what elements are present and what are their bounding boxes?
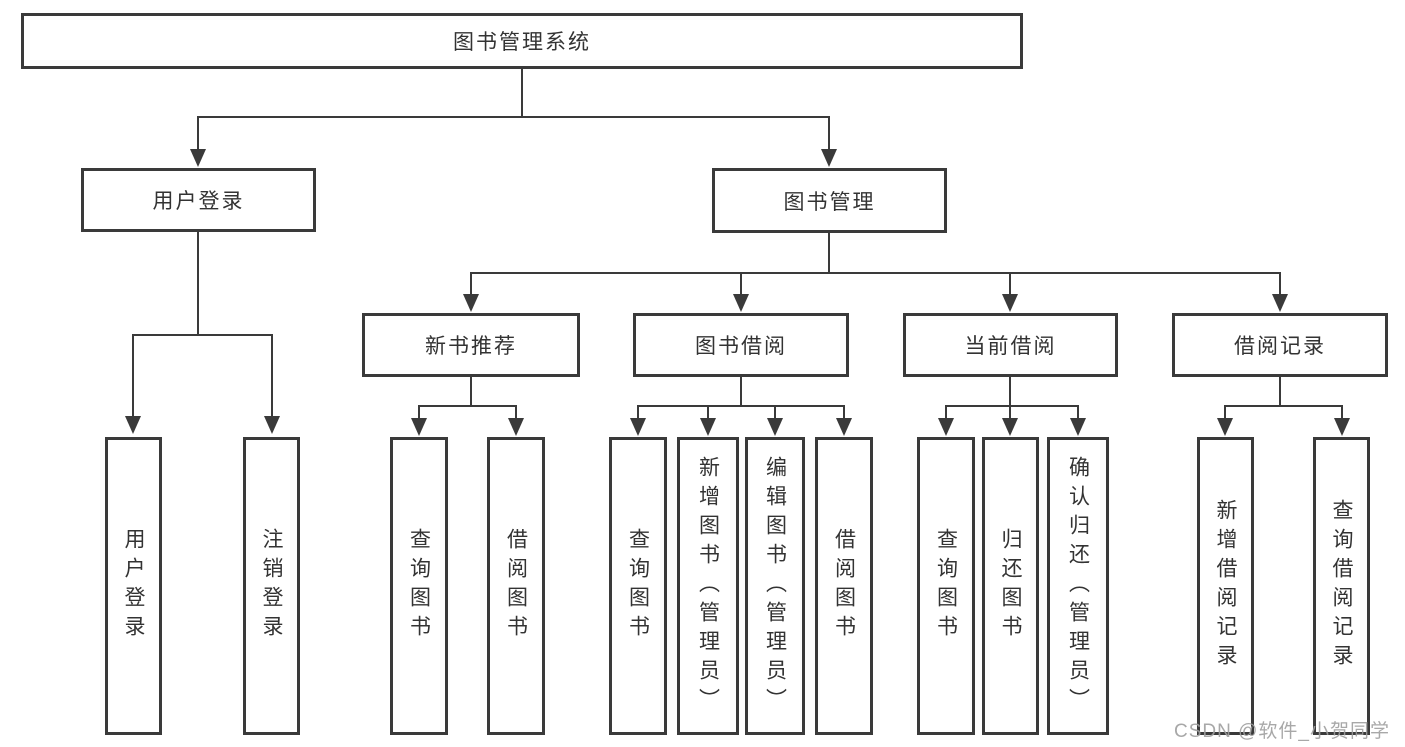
leaf-query-books-borrow: 查询图书 <box>609 437 667 735</box>
connector-line <box>1009 273 1011 295</box>
leaf-add-book-admin: 新增图书（管理员） <box>677 437 739 735</box>
connector-line <box>1224 406 1226 419</box>
arrowhead-icon <box>733 294 749 312</box>
connector-line <box>515 406 517 419</box>
leaf-query-books-recommend: 查询图书 <box>390 437 448 735</box>
connector-line <box>1009 406 1011 419</box>
connector-line <box>828 117 830 150</box>
node-library-system: 图书管理系统 <box>21 13 1023 69</box>
leaf-query-books-recommend-label: 查询图书 <box>407 528 431 644</box>
node-borrow-records: 借阅记录 <box>1172 313 1388 377</box>
watermark-text: CSDN @软件_小贺同学 <box>1174 721 1390 742</box>
connector-line <box>945 405 1079 407</box>
arrowhead-icon <box>836 418 852 436</box>
connector-line <box>1279 377 1281 407</box>
leaf-user-login-label: 用户登录 <box>122 528 145 644</box>
arrowhead-icon <box>411 418 427 436</box>
node-new-book-recommend: 新书推荐 <box>362 313 580 377</box>
leaf-logout-label: 注销登录 <box>260 528 283 644</box>
connector-line <box>197 232 199 335</box>
arrowhead-icon <box>125 416 141 434</box>
arrowhead-icon <box>1334 418 1350 436</box>
connector-line <box>418 406 420 419</box>
arrowhead-icon <box>1217 418 1233 436</box>
leaf-return-book: 归还图书 <box>982 437 1039 735</box>
node-borrow-records-label: 借阅记录 <box>1234 335 1326 358</box>
leaf-query-borrow-record-label: 查询借阅记录 <box>1330 499 1353 673</box>
connector-line <box>740 377 742 407</box>
node-book-management-label: 图书管理 <box>783 190 876 214</box>
connector-line <box>843 406 845 419</box>
leaf-borrow-books-recommend: 借阅图书 <box>487 437 545 735</box>
node-user-login: 用户登录 <box>81 168 316 232</box>
arrowhead-icon <box>1070 418 1086 436</box>
arrowhead-icon <box>821 149 837 167</box>
arrowhead-icon <box>1002 418 1018 436</box>
leaf-borrow-books-label: 借阅图书 <box>832 528 856 644</box>
leaf-add-borrow-record: 新增借阅记录 <box>1197 437 1254 735</box>
connector-line <box>470 377 472 407</box>
node-book-management: 图书管理 <box>712 168 947 233</box>
arrowhead-icon <box>463 294 479 312</box>
connector-line <box>470 273 472 295</box>
connector-line <box>132 335 134 416</box>
node-new-book-recommend-label: 新书推荐 <box>425 335 517 358</box>
leaf-borrow-books: 借阅图书 <box>815 437 873 735</box>
connector-line <box>1341 406 1343 419</box>
connector-line <box>740 273 742 295</box>
node-current-borrow-label: 当前借阅 <box>964 335 1057 358</box>
connector-line <box>1009 377 1011 407</box>
connector-line <box>197 116 830 118</box>
connector-line <box>470 272 1281 274</box>
arrowhead-icon <box>264 416 280 434</box>
connector-line <box>1077 406 1079 419</box>
connector-line <box>1279 273 1281 295</box>
arrowhead-icon <box>508 418 524 436</box>
leaf-edit-book-admin: 编辑图书（管理员） <box>745 437 805 735</box>
arrowhead-icon <box>938 418 954 436</box>
arrowhead-icon <box>767 418 783 436</box>
connector-line <box>271 335 273 416</box>
leaf-confirm-return-admin: 确认归还（管理员） <box>1047 437 1109 735</box>
arrowhead-icon <box>700 418 716 436</box>
node-book-borrow: 图书借阅 <box>633 313 849 377</box>
leaf-query-borrow-record: 查询借阅记录 <box>1313 437 1370 735</box>
arrowhead-icon <box>1002 294 1018 312</box>
leaf-query-books-current-label: 查询图书 <box>934 528 958 644</box>
connector-line <box>521 69 523 117</box>
connector-line <box>132 334 273 336</box>
connector-line <box>774 406 776 419</box>
connector-line <box>418 405 517 407</box>
connector-line <box>197 117 199 150</box>
connector-line <box>707 406 709 419</box>
leaf-query-books-borrow-label: 查询图书 <box>626 528 650 644</box>
node-book-borrow-label: 图书借阅 <box>695 335 787 358</box>
connector-line <box>1224 405 1343 407</box>
arrowhead-icon <box>1272 294 1288 312</box>
leaf-add-book-admin-label: 新增图书（管理员） <box>696 455 720 717</box>
leaf-add-borrow-record-label: 新增借阅记录 <box>1214 499 1237 673</box>
leaf-edit-book-admin-label: 编辑图书（管理员） <box>763 455 787 717</box>
arrowhead-icon <box>630 418 646 436</box>
leaf-return-book-label: 归还图书 <box>999 528 1022 644</box>
node-current-borrow: 当前借阅 <box>903 313 1118 377</box>
leaf-user-login: 用户登录 <box>105 437 162 735</box>
connector-line <box>828 233 830 274</box>
connector-line <box>637 406 639 419</box>
node-user-login-label: 用户登录 <box>152 190 245 213</box>
connector-line <box>637 405 845 407</box>
leaf-query-books-current: 查询图书 <box>917 437 975 735</box>
arrowhead-icon <box>190 149 206 167</box>
leaf-borrow-books-recommend-label: 借阅图书 <box>504 528 528 644</box>
leaf-logout: 注销登录 <box>243 437 300 735</box>
node-library-system-label: 图书管理系统 <box>453 31 591 54</box>
leaf-confirm-return-admin-label: 确认归还（管理员） <box>1066 455 1090 717</box>
connector-line <box>945 406 947 419</box>
